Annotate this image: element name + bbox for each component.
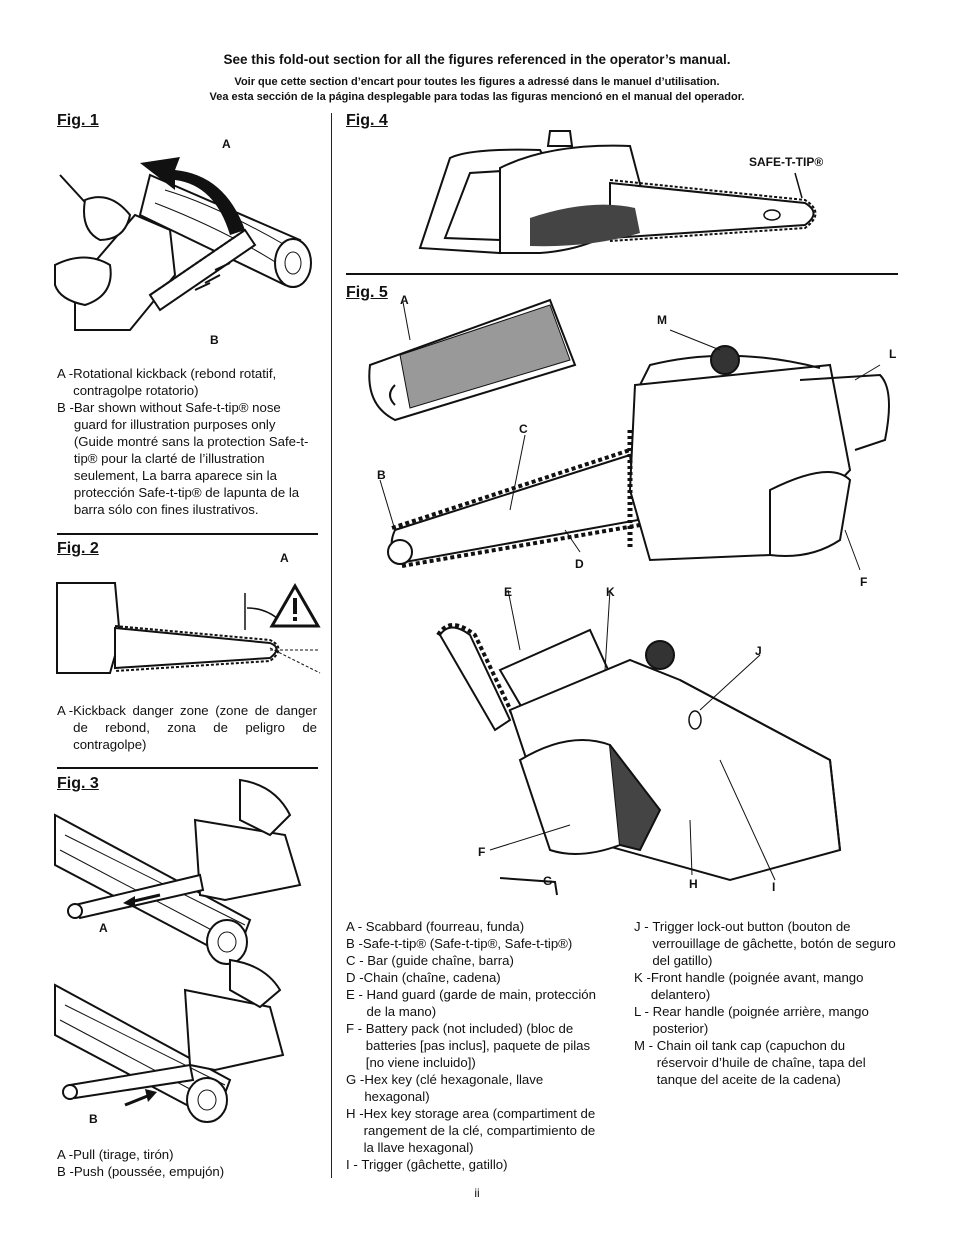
- fig2-legend: A -Kickback danger zone (zone de danger …: [57, 702, 317, 753]
- fig5-legend-item: A - Scabbard (fourreau, funda): [346, 919, 525, 934]
- fig3-legend-item: B -Push (poussée, empujón): [57, 1164, 225, 1179]
- divider: [57, 533, 318, 535]
- fig5-label-h: H: [689, 877, 698, 891]
- fig5-legend-item: F - Battery pack (not included) (bloc de…: [346, 1021, 591, 1070]
- fig5-legend-item: C - Bar (guide chaîne, barra): [346, 953, 514, 968]
- fig3-legend-item: A -Pull (tirage, tirón): [57, 1147, 174, 1162]
- fig5-legend-item: E - Hand guard (garde de main, protecció…: [346, 987, 596, 1019]
- fig5-legend-item: M - Chain oil tank cap (capuchon du rése…: [634, 1038, 866, 1087]
- fig4-title: Fig. 4: [346, 112, 388, 129]
- fig1-label-b: B: [210, 333, 219, 347]
- fig5-illustration: [368, 298, 890, 896]
- fig3-label-a: A: [99, 921, 108, 935]
- fig5-legend-left: A - Scabbard (fourreau, funda) B -Safe-t…: [346, 918, 608, 1173]
- fig5-legend-item: K -Front handle (poignée avant, mango de…: [634, 970, 864, 1002]
- fig5-label-d: D: [575, 557, 584, 571]
- header-spanish: Vea esta sección de la página desplegabl…: [209, 91, 745, 103]
- fig5-label-f-bottom: F: [478, 845, 486, 859]
- divider: [57, 767, 318, 769]
- fig5-label-c: C: [519, 422, 528, 436]
- fig5-legend-item: G -Hex key (clé hexagonale, llave hexago…: [346, 1072, 544, 1104]
- fig5-label-b: B: [377, 468, 386, 482]
- fig4-safe-t-tip-label: SAFE-T-TIP®: [749, 155, 824, 169]
- header-french: Voir que cette section d’encart pour tou…: [234, 76, 720, 88]
- fig5-legend-item: J - Trigger lock-out button (bouton de v…: [634, 919, 896, 968]
- fig2-label-a: A: [280, 551, 289, 565]
- fig5-legend-right: J - Trigger lock-out button (bouton de v…: [634, 918, 896, 1088]
- fig5-legend-item: D -Chain (chaîne, cadena): [346, 970, 501, 985]
- fig5-legend-item: L - Rear handle (poignée arrière, mango …: [634, 1004, 869, 1036]
- fig1-legend: A -Rotational kickback (rebond rotatif, …: [57, 365, 317, 518]
- fig5-title: Fig. 5: [346, 284, 388, 301]
- fig5-label-l: L: [889, 347, 897, 361]
- page-number: ii: [474, 1186, 480, 1200]
- fig2-illustration: [56, 582, 321, 674]
- fig5-legend-item: H -Hex key storage area (compartiment de…: [346, 1106, 596, 1155]
- fig1-illustration: [54, 157, 312, 331]
- fig5-legend-item: I - Trigger (gâchette, gatillo): [346, 1157, 508, 1172]
- fig5-label-j: J: [755, 644, 762, 658]
- fig1-title: Fig. 1: [57, 112, 99, 129]
- divider: [346, 273, 898, 275]
- fig1-label-a: A: [222, 137, 231, 151]
- fig3-label-b: B: [89, 1112, 98, 1126]
- fig5-label-a: A: [400, 293, 409, 307]
- fig3-title: Fig. 3: [57, 775, 99, 792]
- fig5-label-i: I: [772, 880, 776, 894]
- fig1-legend-item: A -Rotational kickback (rebond rotatif, …: [57, 366, 277, 398]
- column-divider: [331, 113, 332, 1178]
- fig2-legend-item: A -Kickback danger zone (zone de danger …: [57, 703, 317, 752]
- header-title: See this fold-out section for all the fi…: [223, 52, 731, 67]
- fig3-legend: A -Pull (tirage, tirón) B -Push (poussée…: [57, 1146, 317, 1180]
- fig5-legend-item: B -Safe-t-tip® (Safe-t-tip®, Safe-t-tip®…: [346, 936, 573, 951]
- fig3-illustration: [54, 778, 302, 1123]
- fig5-label-m: M: [657, 313, 667, 327]
- fig5-label-f-top: F: [860, 575, 868, 589]
- fig1-legend-item: B -Bar shown without Safe-t-tip® nose gu…: [57, 400, 309, 517]
- fig2-title: Fig. 2: [57, 540, 99, 557]
- fig4-illustration: [418, 130, 817, 255]
